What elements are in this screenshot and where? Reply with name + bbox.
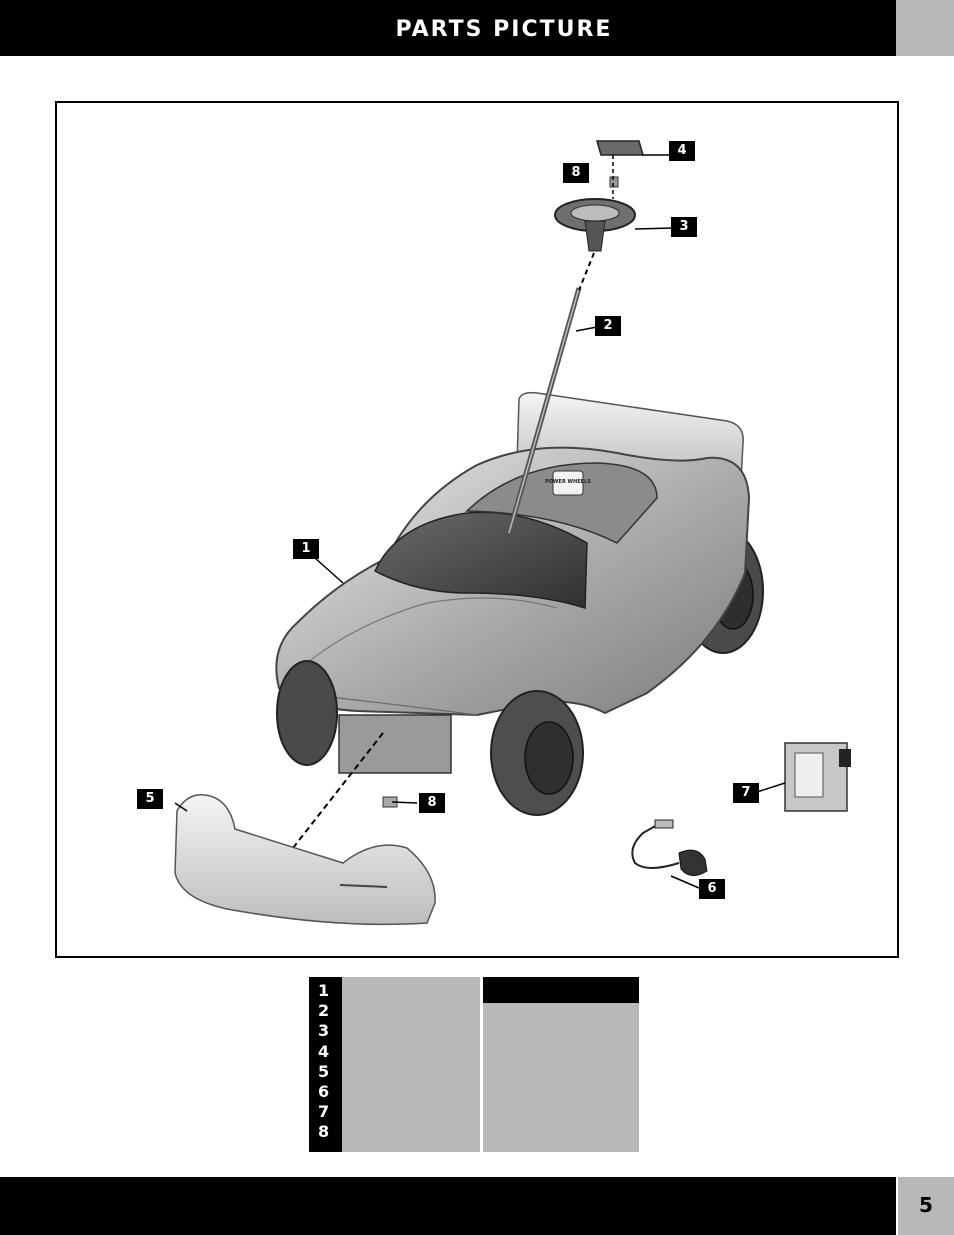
fastener-icon: [609, 176, 619, 188]
part-number: 2: [318, 1001, 330, 1021]
callout-1: 1: [293, 539, 319, 559]
part-number-column: 1 2 3 4 5 6 7 8: [309, 977, 342, 1152]
part-number: 8: [318, 1122, 330, 1142]
callout-8-top: 8: [563, 163, 589, 183]
steering-cover-icon: [596, 140, 644, 156]
callout-3: 3: [671, 217, 697, 237]
part-number: 6: [318, 1081, 330, 1101]
part-number: 5: [318, 1061, 330, 1081]
parts-illustration: POWER WHEELS: [174, 140, 851, 926]
part-number: 4: [318, 1041, 330, 1061]
header-bar: [0, 0, 896, 56]
part-name-column: [342, 977, 480, 1152]
car-body-icon: POWER WHEELS: [275, 391, 764, 816]
part-quantity-column: [483, 1003, 639, 1152]
part-number: 3: [318, 1021, 330, 1041]
page-number: 5: [919, 1193, 933, 1217]
steering-wheel-icon: [554, 198, 636, 252]
part-number: 1: [318, 981, 330, 1000]
callout-2: 2: [595, 316, 621, 336]
parts-list-table: 1 2 3 4 5 6 7 8: [309, 977, 639, 1152]
battery-icon: [784, 742, 851, 812]
callout-4: 4: [669, 141, 695, 161]
part-number: 7: [318, 1102, 330, 1122]
callout-5: 5: [137, 789, 163, 809]
charger-icon: [631, 819, 708, 876]
footer-bar: [0, 1177, 896, 1235]
decal-text: POWER WHEELS: [545, 479, 591, 485]
callout-6: 6: [699, 879, 725, 899]
part-quantity-header: [483, 977, 639, 1003]
callout-7: 7: [733, 783, 759, 803]
bumper-icon: [174, 794, 436, 926]
header-tab: [896, 0, 954, 56]
page-title: PARTS PICTURE: [395, 17, 613, 42]
callout-8-bottom: 8: [419, 793, 445, 813]
parts-picture-frame: POWER WHEELS: [55, 101, 899, 958]
footer-tab: [898, 1177, 954, 1235]
